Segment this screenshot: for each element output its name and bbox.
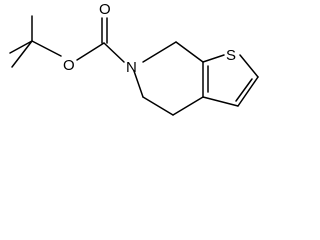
bond-tbu-to-oxygen xyxy=(31,40,62,57)
bond-c2-to-c3 xyxy=(237,76,259,107)
bond-c3a-to-ch2-bottom-right xyxy=(172,96,204,116)
bond-carbonyl-carbon-to-nitrogen xyxy=(103,42,125,63)
oxygen-ester-label: O xyxy=(63,57,75,74)
bond-c3-to-c3a xyxy=(202,96,239,107)
bond-c7a-to-sulfur xyxy=(202,54,225,63)
bond-nitrogen-to-ch2-top xyxy=(142,41,177,63)
oxygen-carbonyl-label: O xyxy=(99,1,111,18)
nitrogen-label: N xyxy=(126,59,137,76)
bond-tbu-methyl-left xyxy=(9,40,33,54)
bond-c2-c3-double-inner xyxy=(235,78,253,102)
bond-sulfur-to-c2 xyxy=(239,54,259,78)
bond-oxygen-to-carbonyl-carbon xyxy=(76,42,105,61)
bond-tbu-methyl-bottom xyxy=(11,40,33,68)
bond-ch2-bottom-chain xyxy=(142,96,174,116)
bond-ch2-to-nitrogen xyxy=(133,70,144,98)
chemical-structure-diagram: O O N S xyxy=(9,1,259,116)
sulfur-label: S xyxy=(226,47,236,64)
bond-ch2-to-c7a xyxy=(175,41,204,63)
